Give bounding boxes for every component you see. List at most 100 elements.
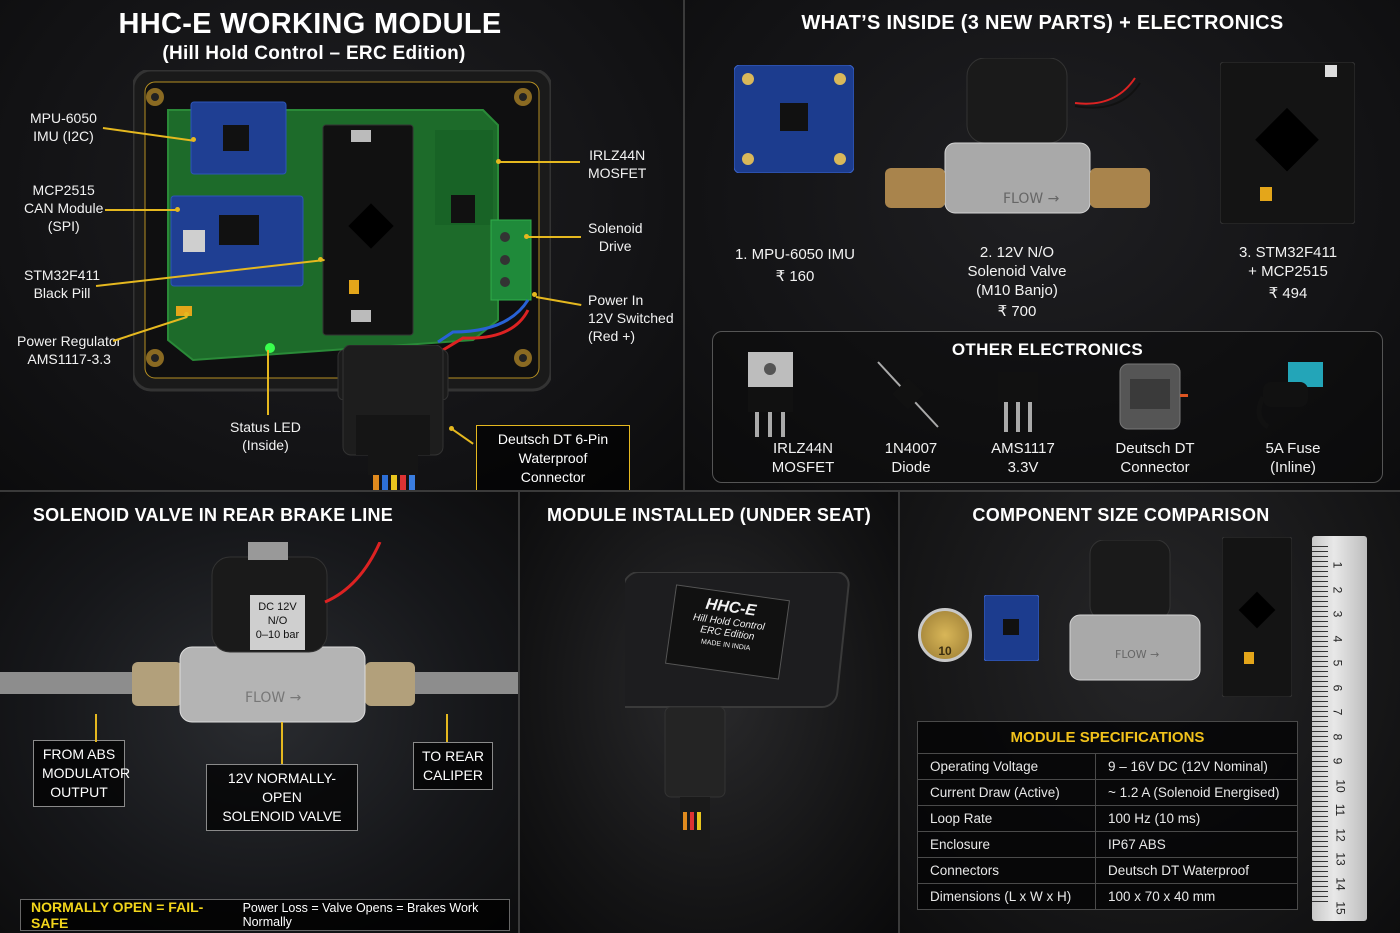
other-label-fuse: 5A Fuse (Inline) xyxy=(1243,439,1343,477)
fuse-icon xyxy=(1256,362,1323,430)
callout-valve: 12V NORMALLY-OPEN SOLENOID VALVE xyxy=(206,764,358,831)
leader-mcu-dot xyxy=(318,257,323,262)
size-imu-icon xyxy=(984,595,1039,661)
coin-icon: 10 xyxy=(918,608,972,662)
callout-mosfet-line1: IRLZ44N xyxy=(589,147,646,163)
part-label-imu: 1. MPU-6050 IMU ₹ 160 xyxy=(725,245,865,286)
divider-vertical-bottom-2 xyxy=(898,492,900,933)
leader-valve xyxy=(281,722,283,764)
callout-imu: MPU-6050 IMU (I2C) xyxy=(30,109,97,145)
from-abs-line2: MODULATOR xyxy=(42,765,131,781)
callout-reg-line2: AMS1117-3.3 xyxy=(27,351,111,367)
other-reg-line1: AMS1117 xyxy=(991,440,1055,457)
module-nameplate: HHC-E Hill Hold Control ERC Edition MADE… xyxy=(664,584,791,680)
spec-row: Current Draw (Active)~ 1.2 A (Solenoid E… xyxy=(917,779,1298,806)
spec-value: 100 x 70 x 40 mm xyxy=(1095,883,1298,910)
inside-panel: WHAT’S INSIDE (3 NEW PARTS) + ELECTRONIC… xyxy=(685,0,1400,490)
other-mosfet-line1: IRLZ44N xyxy=(772,440,834,457)
callout-drive-line2: Drive xyxy=(598,238,632,254)
ruler-number: 7 xyxy=(1330,708,1345,716)
part-valve-line2: Solenoid Valve xyxy=(967,263,1067,280)
leader-from-abs xyxy=(95,714,97,742)
ruler-number: 8 xyxy=(1330,733,1345,740)
spec-key: Enclosure xyxy=(917,831,1096,858)
valve-nameplate-label: DC 12V N/O 0–10 bar xyxy=(250,595,305,650)
leader-connector xyxy=(451,428,474,445)
callout-imu-line1: MPU-6050 xyxy=(30,110,97,126)
failsafe-banner: NORMALLY OPEN = FAIL-SAFE Power Loss = V… xyxy=(20,899,510,931)
module-subtitle: (Hill Hold Control – ERC Edition) xyxy=(162,43,466,64)
other-conn-line2: Connector xyxy=(1120,459,1190,476)
svg-text:FLOW →: FLOW → xyxy=(245,690,302,706)
ruler-number: 2 xyxy=(1330,586,1345,593)
brake-panel: SOLENOID VALVE IN REAR BRAKE LINE FLOW →… xyxy=(0,492,518,933)
brake-title: SOLENOID VALVE IN REAR BRAKE LINE xyxy=(32,505,394,525)
ruler-number: 10 xyxy=(1333,778,1348,793)
regulator-icon xyxy=(998,372,1038,432)
part-label-valve: 2. 12V N/O Solenoid Valve (M10 Banjo) ₹ … xyxy=(947,243,1087,321)
callout-can-line2: CAN Module xyxy=(24,200,104,216)
stm32-board-icon xyxy=(1220,62,1355,224)
callout-can-line1: MCP2515 xyxy=(32,182,95,198)
divider-horizontal xyxy=(0,490,1400,492)
callout-regulator: Power Regulator AMS1117-3.3 xyxy=(17,332,121,368)
leader-drive xyxy=(528,236,581,238)
part-valve-line3: (M10 Banjo) xyxy=(976,282,1058,299)
callout-drive: Solenoid Drive xyxy=(588,219,643,255)
callout-power-line2: 12V Switched xyxy=(588,310,674,326)
callout-from-abs: FROM ABS MODULATOR OUTPUT xyxy=(33,740,131,807)
spec-value: Deutsch DT Waterproof xyxy=(1095,857,1298,884)
leader-mosfet xyxy=(500,161,580,163)
install-title: MODULE INSTALLED (UNDER SEAT) xyxy=(546,505,872,525)
part-stm32-price: ₹ 494 xyxy=(1268,285,1308,302)
valve-label-line3: 0–10 bar xyxy=(255,629,300,641)
leader-can xyxy=(105,209,177,211)
part-imu-price: ₹ 160 xyxy=(775,268,815,285)
svg-text:FLOW →: FLOW → xyxy=(1115,648,1159,661)
callout-mcu-line2: Black Pill xyxy=(33,285,91,301)
callout-imu-line2: IMU (I2C) xyxy=(33,128,94,144)
callout-mcu-line1: STM32F411 xyxy=(24,267,100,283)
failsafe-highlight: NORMALLY OPEN = FAIL-SAFE xyxy=(31,899,204,931)
spec-key: Loop Rate xyxy=(917,805,1096,832)
spec-key: Connectors xyxy=(917,857,1096,884)
part-stm32-line1: 3. STM32F411 xyxy=(1238,244,1338,261)
other-reg-line2: 3.3V xyxy=(1007,459,1039,476)
deutsch-connector-illustration xyxy=(342,345,444,490)
spec-value: 9 – 16V DC (12V Nominal) xyxy=(1095,753,1298,780)
imu-board-icon xyxy=(734,65,854,173)
size-valve-icon: FLOW → xyxy=(1069,540,1201,681)
leader-drive-dot xyxy=(524,234,529,239)
other-diode-line2: Diode xyxy=(891,459,931,476)
part-valve-line1: 2. 12V N/O xyxy=(979,244,1055,261)
to-caliper-line2: CALIPER xyxy=(423,767,483,783)
ruler-number: 13 xyxy=(1333,852,1348,866)
other-electronics-title: OTHER ELECTRONICS xyxy=(951,340,1144,359)
other-mosfet-line2: MOSFET xyxy=(771,459,835,476)
other-label-mosfet: IRLZ44N MOSFET xyxy=(753,439,853,477)
part-imu-line1: 1. MPU-6050 IMU xyxy=(734,246,856,263)
callout-power-line3: (Red +) xyxy=(588,328,636,344)
connector-icon xyxy=(1119,363,1188,430)
leader-reg-dot xyxy=(184,312,189,317)
valve-callout-line1: 12V NORMALLY-OPEN xyxy=(227,770,337,805)
callout-can-line3: (SPI) xyxy=(47,218,80,234)
ruler-number: 14 xyxy=(1333,876,1348,891)
leader-mosfet-dot xyxy=(496,159,501,164)
leader-to-caliper xyxy=(446,714,448,742)
callout-led-line1: Status LED xyxy=(230,419,301,435)
to-caliper-line1: TO REAR xyxy=(422,748,484,764)
module-panel: HHC-E WORKING MODULE (Hill Hold Control … xyxy=(0,0,683,490)
valve-callout-line2: SOLENOID VALVE xyxy=(222,808,342,824)
from-abs-line1: FROM ABS xyxy=(42,746,116,762)
valve-label-line2: N/O xyxy=(267,615,288,627)
spec-key: Current Draw (Active) xyxy=(917,779,1096,806)
from-abs-line3: OUTPUT xyxy=(50,784,108,800)
other-diode-line1: 1N4007 xyxy=(884,440,938,457)
other-fuse-line1: 5A Fuse xyxy=(1265,440,1321,457)
